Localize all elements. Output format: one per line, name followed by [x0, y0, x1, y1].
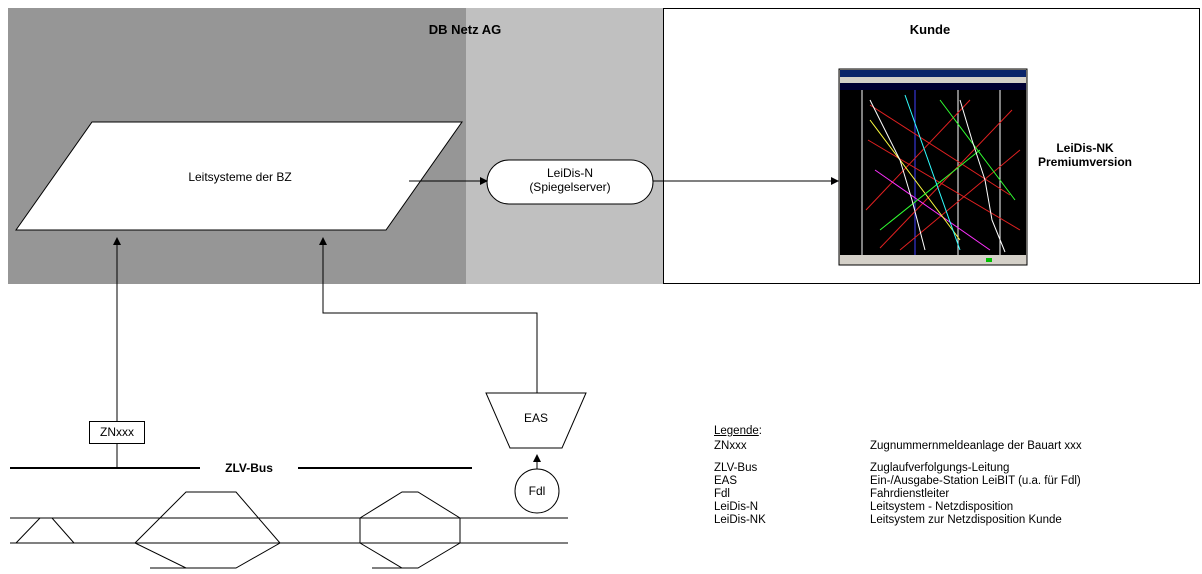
fdl-label: Fdl — [528, 484, 546, 498]
customer-title: Kunde — [909, 22, 951, 37]
leidis-nk-label-line1: LeiDis-NK — [1056, 141, 1114, 155]
legend-abbr: EAS — [714, 475, 738, 487]
legend-desc: Leitsystem zur Netzdisposition Kunde — [870, 514, 1062, 526]
leidis-n-label-line1: LeiDis-N — [546, 166, 593, 180]
leitsysteme-label: Leitsysteme der BZ — [188, 170, 292, 184]
legend-abbr: ZLV-Bus — [714, 462, 758, 474]
legend-desc: Zuglaufverfolgungs-Leitung — [870, 462, 1010, 474]
eas-label: EAS — [523, 411, 548, 425]
legend-abbr: ZNxxx — [714, 440, 747, 452]
legend-abbr: LeiDis-N — [714, 501, 759, 513]
legend-heading: Legende: — [714, 425, 762, 438]
eas-shape — [485, 392, 587, 449]
db-netz-zone-light — [466, 8, 663, 284]
legend-desc: Ein-/Ausgabe-Station LeiBIT (u.a. für Fd… — [870, 475, 1081, 487]
fdl-shape — [514, 468, 560, 514]
leitsysteme-shape — [15, 121, 463, 231]
znxxx-box: ZNxxx — [89, 421, 145, 444]
leidis-n-label-line2: (Spiegelserver) — [529, 180, 611, 194]
legend-desc: Zugnummernmeldeanlage der Bauart xxx — [870, 440, 1082, 452]
arrow-eas-to-leitsysteme — [319, 237, 538, 393]
legend-heading-text: Legende — [714, 425, 759, 437]
legend-heading-suffix: : — [758, 425, 762, 437]
legend-desc: Leitsystem - Netzdisposition — [870, 501, 1014, 513]
zlv-bus-label: ZLV-Bus — [200, 461, 298, 475]
legend-desc: Fahrdienstleiter — [870, 488, 950, 500]
legend-abbr: Fdl — [714, 488, 730, 500]
db-netz-title: DB Netz AG — [428, 22, 502, 37]
leidis-nk-label-line2: Premiumversion — [1037, 155, 1133, 169]
legend-abbr: LeiDis-NK — [714, 514, 766, 526]
leidis-nk-screenshot — [838, 68, 1028, 266]
track-diagram — [10, 491, 568, 569]
